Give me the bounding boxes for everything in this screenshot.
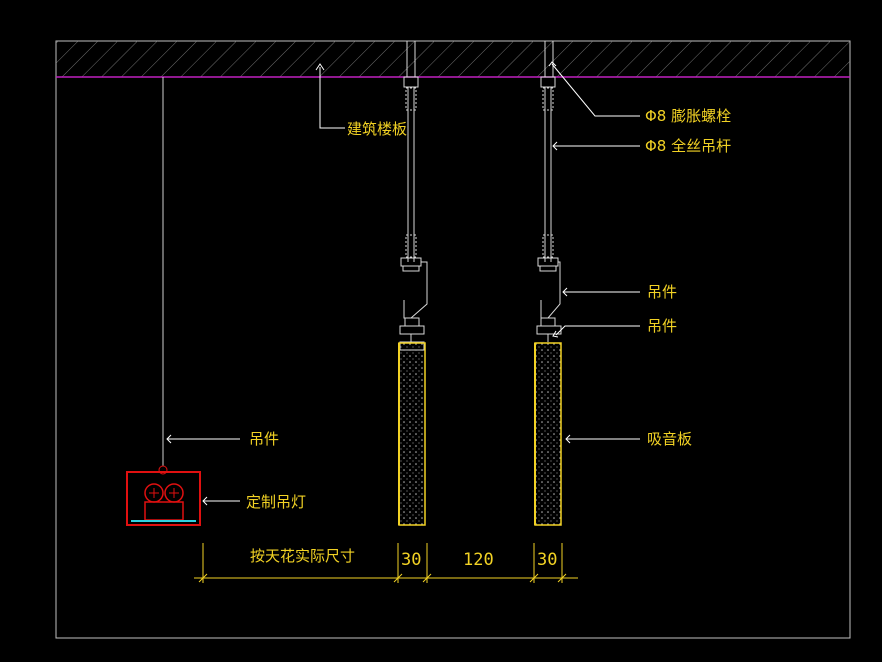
dimension-line [194, 543, 578, 583]
rod-assembly-left [399, 41, 428, 351]
acoustic-panel-left [398, 342, 426, 526]
acoustic-panel-right [534, 342, 562, 526]
dim-panel-width-left: 30 [401, 550, 421, 570]
dim-gap: 120 [463, 550, 494, 570]
label-acoustic-panel: 吸音板 [647, 430, 692, 448]
label-lamp-hanger: 吊件 [249, 430, 279, 448]
drawing-frame [55, 40, 851, 639]
building-slab [56, 41, 850, 78]
dim-ceiling-actual-size: 按天花实际尺寸 [250, 547, 355, 565]
custom-pendant-lamp [126, 465, 201, 526]
label-hanger-upper: 吊件 [647, 283, 677, 301]
label-custom-pendant-lamp: 定制吊灯 [246, 493, 306, 511]
label-threaded-rod: Φ8 全丝吊杆 [645, 137, 731, 155]
label-slab: 建筑楼板 [347, 120, 407, 138]
dim-panel-width-right: 30 [537, 550, 557, 570]
label-hanger-lower: 吊件 [647, 317, 677, 335]
label-anchor-bolt: Φ8 膨胀螺栓 [645, 107, 731, 125]
leader-lines [166, 61, 640, 506]
rod-assembly-right [536, 41, 562, 342]
